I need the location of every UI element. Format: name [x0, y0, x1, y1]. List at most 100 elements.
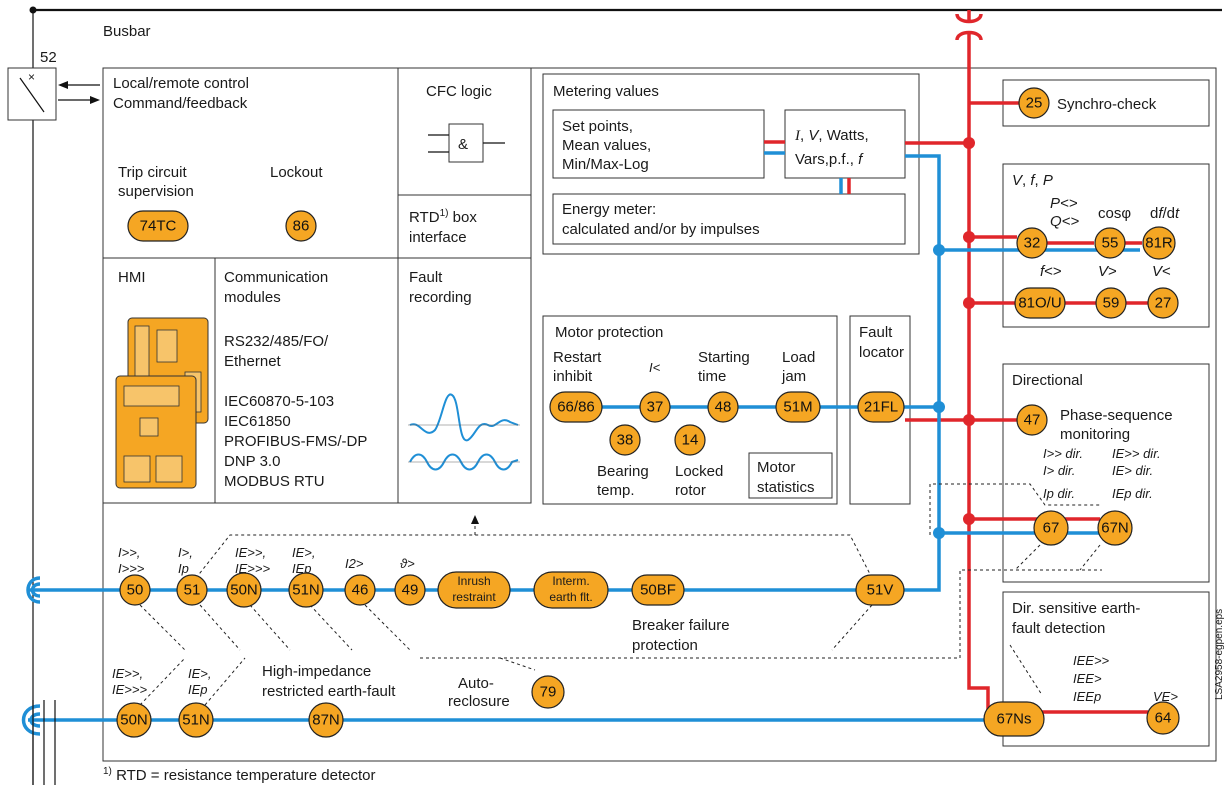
- oc-50-label: I>>,: [118, 545, 140, 560]
- busbar-label: Busbar: [103, 23, 151, 40]
- interm-label: Interm.: [552, 574, 589, 588]
- trip-circuit-label-2: supervision: [118, 183, 194, 200]
- high-imp-label: High-impedance: [262, 663, 371, 680]
- energy-box: [552, 193, 906, 245]
- bearing-label-2: temp.: [597, 482, 635, 499]
- fn-51m-label: 51M: [783, 399, 812, 416]
- mean-values-label: Mean values,: [562, 137, 651, 154]
- fn-51v-label: 51V: [867, 582, 894, 599]
- fn-51n-label: 51N: [292, 582, 320, 599]
- fn-32-label: 32: [1024, 235, 1041, 252]
- phase-seq-label-2: monitoring: [1060, 426, 1130, 443]
- junction-blue-3: [933, 527, 945, 539]
- ivw-i: I: [794, 128, 801, 144]
- fn-81ou-label: 81O/U: [1018, 295, 1061, 312]
- vt-symbol: [955, 13, 983, 41]
- fn-interm: [533, 571, 609, 609]
- dashed-right-bus: [420, 569, 1102, 659]
- ivw-label: I, V, Watts,: [794, 127, 869, 144]
- vfp-sep1: ,: [1022, 172, 1030, 189]
- vfp-title: V, f, P: [1012, 172, 1053, 189]
- locked-label: Locked: [675, 463, 723, 480]
- fn-27: [1147, 287, 1179, 319]
- dfdt-t: t: [1175, 205, 1180, 222]
- fn-49-label: 49: [402, 582, 419, 599]
- vfp-f: f: [1030, 172, 1036, 189]
- iee-label-3: IEEp: [1073, 689, 1101, 704]
- restart-label-2: inhibit: [553, 368, 593, 385]
- fn-59-label: 59: [1103, 295, 1120, 312]
- energy-label-2: calculated and/or by impulses: [562, 221, 760, 238]
- fneq-label: f<>: [1040, 263, 1062, 280]
- fn-74tc: [127, 210, 189, 242]
- fn-81r: [1142, 226, 1176, 260]
- fn-51n: [288, 572, 324, 608]
- breaker-label: 52: [40, 49, 57, 66]
- ivw-watts: , Watts,: [818, 127, 868, 144]
- fn-48-label: 48: [715, 399, 732, 416]
- locked-label-2: rotor: [675, 482, 706, 499]
- dir-right-3: IEp dir.: [1112, 486, 1153, 501]
- trip-circuit-label: Trip circuit: [118, 164, 187, 181]
- rtd-box: [397, 194, 532, 259]
- breaker-cmd-arrowhead: [58, 81, 68, 89]
- inrush-label-2: restraint: [452, 590, 496, 604]
- oc-50-label-2: I>>>: [118, 561, 145, 576]
- oc-51-label-2: Ip: [178, 561, 189, 576]
- functions: 25 32 55 81R 81O/U 59 27 66/86 37 48 51M…: [116, 87, 1180, 738]
- fn-67n: [1097, 510, 1133, 546]
- fn-38: [609, 424, 641, 456]
- oc-51-label: I>,: [178, 545, 193, 560]
- fn-14: [674, 424, 706, 456]
- junction-blue-2: [933, 401, 945, 413]
- comm-protocol-ethernet: Ethernet: [224, 353, 282, 370]
- vars-text: Vars,p.f.,: [795, 151, 858, 168]
- dashed-lower-50n: [139, 657, 186, 706]
- dir-left-1: I>> dir.: [1043, 446, 1083, 461]
- fn-49: [394, 574, 426, 606]
- hmi-label: HMI: [118, 269, 146, 286]
- energy-label: Energy meter:: [562, 201, 656, 218]
- interm-label-2: earth flt.: [549, 590, 592, 604]
- junction-blue-1: [933, 244, 945, 256]
- fn-25: [1018, 87, 1050, 119]
- rtd-label-part: RTD: [409, 209, 440, 226]
- lower-51n-label: IE>,: [188, 666, 212, 681]
- fn-50bf-label: 50BF: [640, 582, 676, 599]
- fn-67ns: [983, 701, 1045, 737]
- rtd-label: RTD1) box: [409, 208, 477, 226]
- junction-red-2: [963, 231, 975, 243]
- starting-label-2: time: [698, 368, 726, 385]
- dir-earth-title: Dir. sensitive earth-: [1012, 600, 1140, 617]
- fn-50n: [226, 572, 262, 608]
- setpoints-box: [552, 109, 765, 179]
- voltage-main-line: [967, 34, 990, 712]
- fn-50n-lower-label: 50N: [120, 712, 148, 729]
- rtd-superscript: 1): [440, 208, 449, 219]
- dashed-50-to-hi: [139, 604, 186, 651]
- oc-51n-label: IE>,: [292, 545, 316, 560]
- side-code: LSA2958-egpen.eps: [1214, 609, 1225, 700]
- fn-51m: [775, 391, 821, 423]
- junction-red-4: [963, 414, 975, 426]
- fn-50-label: 50: [127, 582, 144, 599]
- vfp-sep2: ,: [1035, 172, 1043, 189]
- fn-79-label: 79: [540, 684, 557, 701]
- minmax-label: Min/Max-Log: [562, 156, 649, 173]
- ivw-sep: ,: [800, 127, 808, 144]
- iee-label-1: IEE>>: [1073, 653, 1110, 668]
- fn-67-label: 67: [1043, 520, 1060, 537]
- metering-title: Metering values: [553, 83, 659, 100]
- fn-55-label: 55: [1102, 235, 1119, 252]
- fn-48: [707, 391, 739, 423]
- fault-locator-label: Fault: [859, 324, 893, 341]
- dir-left-2: I> dir.: [1043, 463, 1075, 478]
- fn-51v: [855, 574, 905, 606]
- footnote: 1) RTD = resistance temperature detector: [103, 766, 376, 784]
- command-feedback-label: Command/feedback: [113, 95, 248, 112]
- cfc-label: CFC logic: [426, 83, 492, 100]
- fn-67: [1033, 510, 1069, 546]
- vars-label: Vars,p.f., f: [795, 151, 864, 168]
- fn-32: [1016, 227, 1048, 259]
- junction-red-1: [963, 137, 975, 149]
